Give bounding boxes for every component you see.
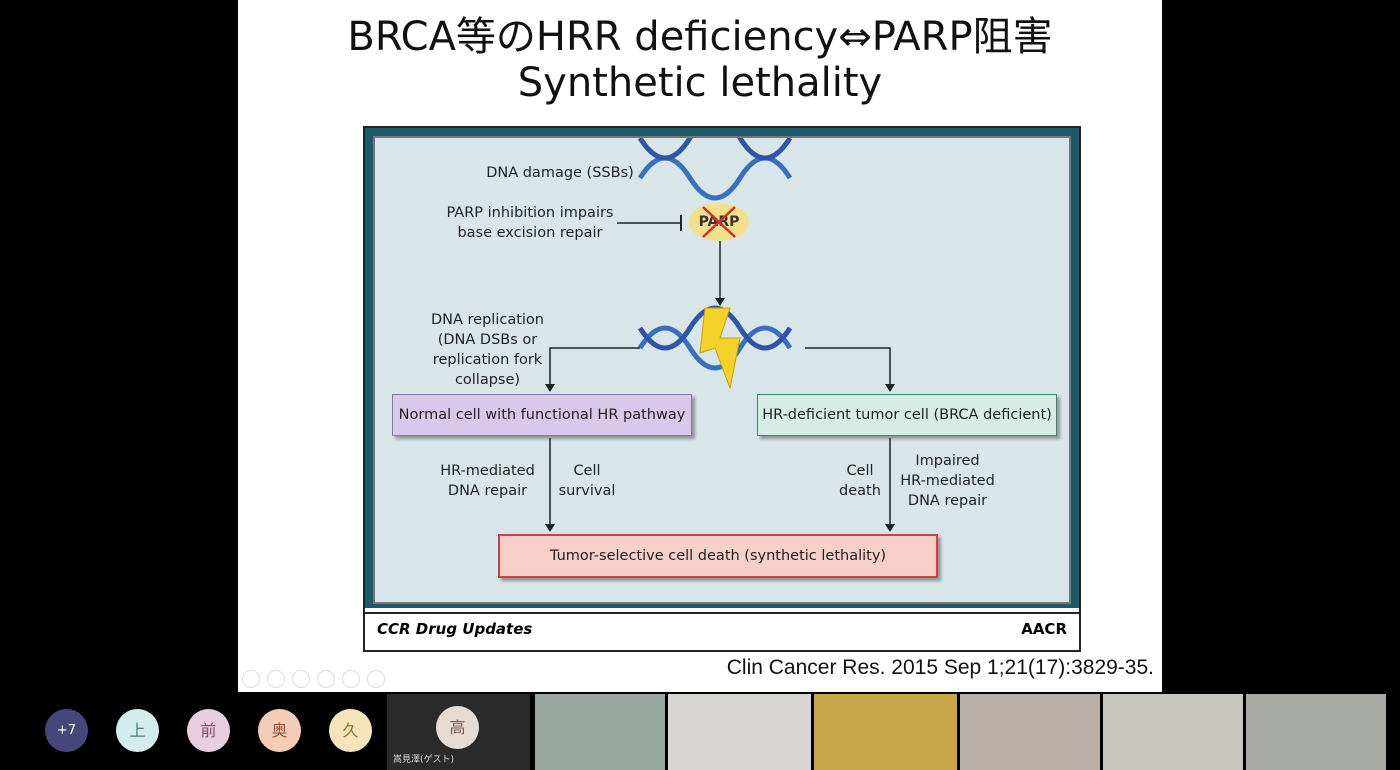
lightning-icon bbox=[699, 307, 741, 390]
guest-name: 嵩見澤(ゲスト) bbox=[393, 755, 455, 765]
diagram-lines bbox=[545, 138, 895, 532]
figure-footer: CCR Drug Updates AACR bbox=[365, 612, 1079, 650]
result-box: Tumor-selective cell death (synthetic le… bbox=[498, 534, 938, 578]
figure: DNA damage (SSBs) PARP inhibition impair… bbox=[363, 126, 1081, 652]
footer-journal: CCR Drug Updates bbox=[377, 620, 533, 638]
parp-enzyme: PARP bbox=[689, 203, 749, 241]
video-tile[interactable] bbox=[1103, 694, 1243, 770]
dna-helix-icon bbox=[637, 138, 793, 201]
participant-avatar[interactable]: 奥 bbox=[258, 709, 301, 752]
more-options-icon[interactable] bbox=[367, 670, 385, 688]
presentation-slide: BRCA等のHRR deficiency⇔PARP阻害 Synthetic le… bbox=[238, 0, 1162, 692]
slides-grid-icon[interactable] bbox=[317, 670, 335, 688]
dna-damage-label: DNA damage (SSBs) bbox=[486, 165, 634, 181]
guest-tile[interactable]: 高 嵩見澤(ゲスト) bbox=[387, 694, 530, 770]
aacr-logo: AACR bbox=[1021, 620, 1067, 638]
tumor-cell-box: HR-deficient tumor cell (BRCA deficient) bbox=[757, 394, 1057, 436]
normal-cell-box: Normal cell with functional HR pathway bbox=[392, 394, 692, 436]
figure-panel: DNA damage (SSBs) PARP inhibition impair… bbox=[373, 136, 1071, 604]
next-slide-icon[interactable] bbox=[267, 670, 285, 688]
zoom-icon[interactable] bbox=[342, 670, 360, 688]
prev-slide-icon[interactable] bbox=[242, 670, 260, 688]
pen-icon[interactable] bbox=[292, 670, 310, 688]
participant-avatar[interactable]: 上 bbox=[116, 709, 159, 752]
video-tile[interactable] bbox=[535, 694, 665, 770]
more-participants[interactable]: +7 bbox=[45, 709, 88, 752]
inhibited-x-icon bbox=[702, 206, 736, 238]
citation: Clin Cancer Res. 2015 Sep 1;21(17):3829-… bbox=[726, 656, 1154, 679]
video-tile[interactable] bbox=[1246, 694, 1386, 770]
slide-title-line1: BRCA等のHRR deficiency⇔PARP阻害 bbox=[347, 14, 1053, 60]
slide-title-line2: Synthetic lethality bbox=[517, 60, 883, 106]
guest-avatar: 高 bbox=[436, 706, 479, 749]
video-tile[interactable] bbox=[814, 694, 957, 770]
video-tile[interactable] bbox=[668, 694, 811, 770]
video-tile[interactable] bbox=[960, 694, 1100, 770]
participant-avatar[interactable]: 前 bbox=[187, 709, 230, 752]
participant-avatar[interactable]: 久 bbox=[329, 709, 372, 752]
